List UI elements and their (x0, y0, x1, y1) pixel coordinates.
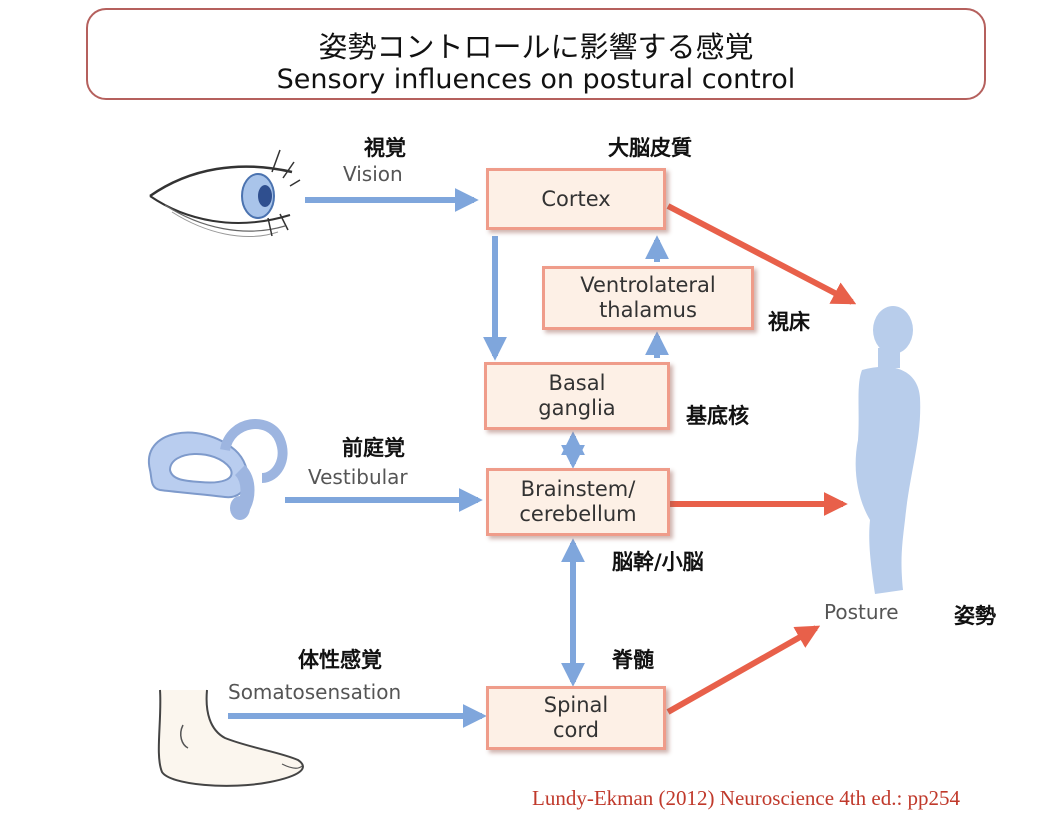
vision-label-en: Vision (343, 162, 403, 186)
spinal-to-posture-arrow (666, 625, 821, 715)
somatosensation-label-en: Somatosensation (228, 680, 402, 704)
thalamus-box: Ventrolateral thalamus (542, 266, 754, 330)
posture-label-jp: 姿勢 (954, 604, 996, 628)
brainstem-label-jp: 脳幹/小脳 (612, 550, 704, 574)
human-silhouette-icon (855, 306, 921, 594)
thalamus-label-jp: 視床 (768, 310, 810, 334)
cortex-box: Cortex (486, 168, 666, 230)
vision-label-jp: 視覚 (364, 136, 406, 160)
eye-icon (149, 149, 301, 238)
somatosensation-label-jp: 体性感覚 (298, 648, 382, 672)
citation: Lundy-Ekman (2012) Neuroscience 4th ed.:… (532, 786, 961, 810)
basal-label-jp: 基底核 (686, 404, 749, 428)
title-box: 姿勢コントロールに影響する感覚 Sensory influences on po… (86, 8, 986, 100)
spinal-label-jp: 脊髄 (612, 648, 654, 672)
vestibular-label-en: Vestibular (308, 465, 408, 489)
spinal-cord-box: Spinal cord (486, 686, 666, 750)
brainstem-box: Brainstem/ cerebellum (486, 468, 670, 536)
title-japanese: 姿勢コントロールに影響する感覚 (318, 30, 754, 64)
title-english: Sensory influences on postural control (276, 64, 796, 95)
basal-ganglia-box: Basal ganglia (484, 362, 670, 430)
vestibular-label-jp: 前庭覚 (342, 436, 405, 460)
posture-label-en: Posture (824, 600, 899, 624)
cortex-label-jp: 大脳皮質 (608, 136, 692, 160)
cortex-to-posture-arrow (666, 203, 857, 305)
inner-ear-icon (147, 419, 288, 520)
foot-icon (157, 689, 304, 787)
